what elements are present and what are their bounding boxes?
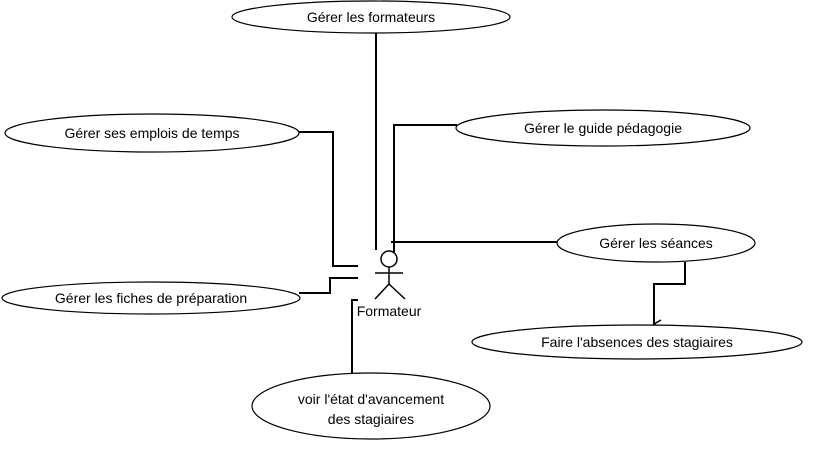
usecase-label: Gérer les séances [599, 235, 713, 251]
usecase-voir-avancement: voir l'état d'avancement des stagiaires [251, 372, 491, 440]
usecase-gerer-formateurs: Gérer les formateurs [231, 0, 511, 34]
link-gerer-guide [393, 124, 457, 252]
usecase-label: Faire l'absences des stagiaires [541, 334, 733, 350]
link-gerer-fiches [299, 277, 358, 294]
usecase-label: Gérer les fiches de préparation [55, 290, 247, 306]
link-gerer-emplois [299, 131, 358, 267]
usecase-faire-absences: Faire l'absences des stagiaires [471, 324, 803, 360]
usecase-label: Gérer ses emplois de temps [64, 125, 239, 141]
stick-figure-icon [374, 250, 406, 300]
usecase-label: Gérer les formateurs [307, 9, 435, 25]
usecase-gerer-fiches: Gérer les fiches de préparation [1, 281, 301, 315]
actor-label: Formateur [357, 303, 422, 319]
actor-formateur: Formateur [357, 250, 422, 319]
link-seances-to-absences [652, 262, 686, 329]
usecase-label: Gérer le guide pédagogie [524, 120, 682, 136]
usecase-gerer-emplois: Gérer ses emplois de temps [4, 113, 300, 153]
usecase-gerer-guide: Gérer le guide pédagogie [455, 109, 751, 147]
link-voir-avancement [351, 299, 358, 383]
usecase-gerer-seances: Gérer les séances [556, 223, 756, 263]
usecase-label-line1: voir l'état d'avancement [298, 391, 444, 407]
usecase-label-line2: des stagiaires [328, 411, 414, 427]
